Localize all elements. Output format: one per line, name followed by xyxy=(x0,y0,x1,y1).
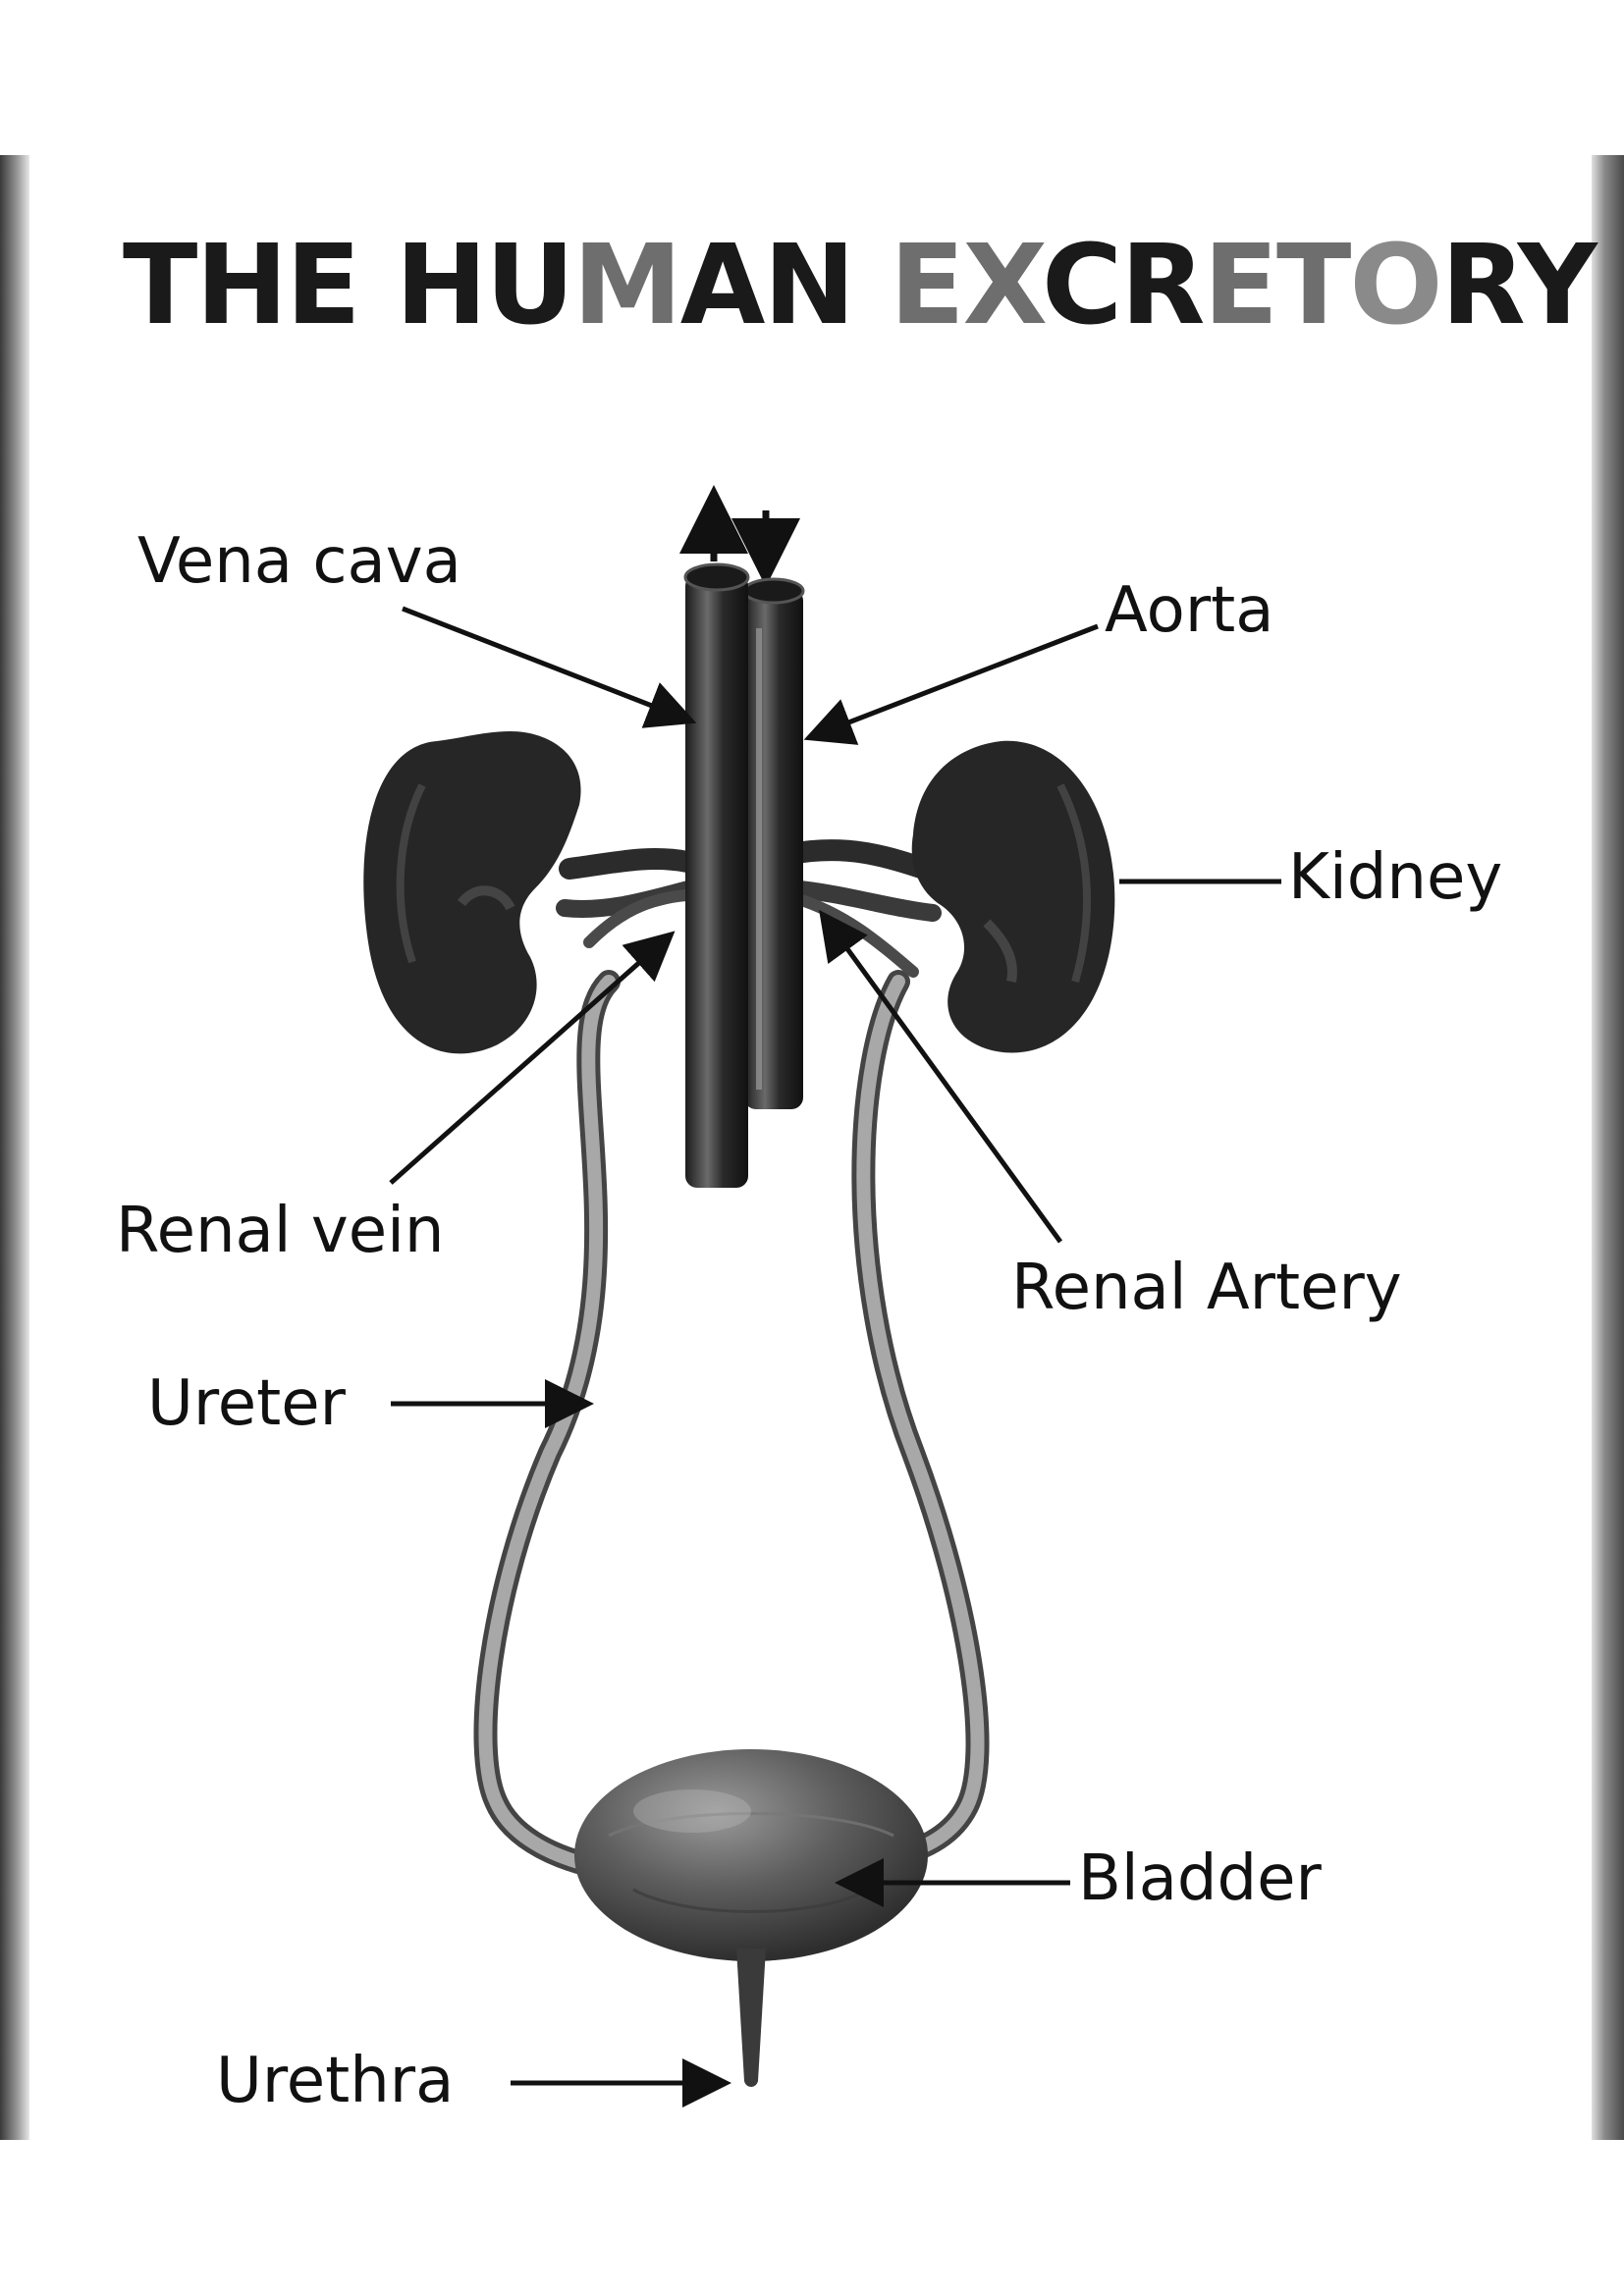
right-kidney xyxy=(911,740,1115,1053)
major-vessels xyxy=(683,562,805,1188)
label-kidney: Kidney xyxy=(1288,841,1503,914)
left-page-edge xyxy=(0,155,29,2140)
diagram-title: THE HUMAN EXCRETORY xyxy=(123,231,1597,341)
title-run: CR xyxy=(1042,222,1205,349)
urethra xyxy=(736,1949,766,2087)
label-ureter: Ureter xyxy=(147,1367,346,1440)
title-run: ET xyxy=(1203,222,1351,349)
label-urethra: Urethra xyxy=(216,2045,455,2117)
title-run: O xyxy=(1349,222,1442,349)
flow-arrows xyxy=(679,485,800,587)
label-renal-artery: Renal Artery xyxy=(1011,1252,1402,1324)
renal-vein-pointer xyxy=(389,931,676,1185)
title-run: M xyxy=(572,222,681,349)
label-aorta: Aorta xyxy=(1105,574,1274,647)
title-run: RY xyxy=(1440,222,1597,349)
title-run: EX xyxy=(890,222,1044,349)
renal-vessels xyxy=(556,839,948,978)
kidneys xyxy=(363,731,1115,1054)
label-renal-vein: Renal vein xyxy=(116,1195,445,1267)
label-pointers xyxy=(389,606,1281,2108)
aorta-pointer xyxy=(803,623,1099,745)
vena-cava-pointer xyxy=(402,606,697,728)
label-bladder: Bladder xyxy=(1078,1842,1322,1915)
label-vena-cava: Vena cava xyxy=(137,525,461,598)
renal-artery-pointer xyxy=(819,909,1063,1244)
right-page-edge xyxy=(1592,155,1624,2140)
title-run: THE HU xyxy=(123,222,574,349)
bladder-urethra xyxy=(574,1749,928,2087)
bladder xyxy=(574,1749,928,1961)
ureters xyxy=(473,970,990,1877)
title-run: AN xyxy=(679,222,891,349)
